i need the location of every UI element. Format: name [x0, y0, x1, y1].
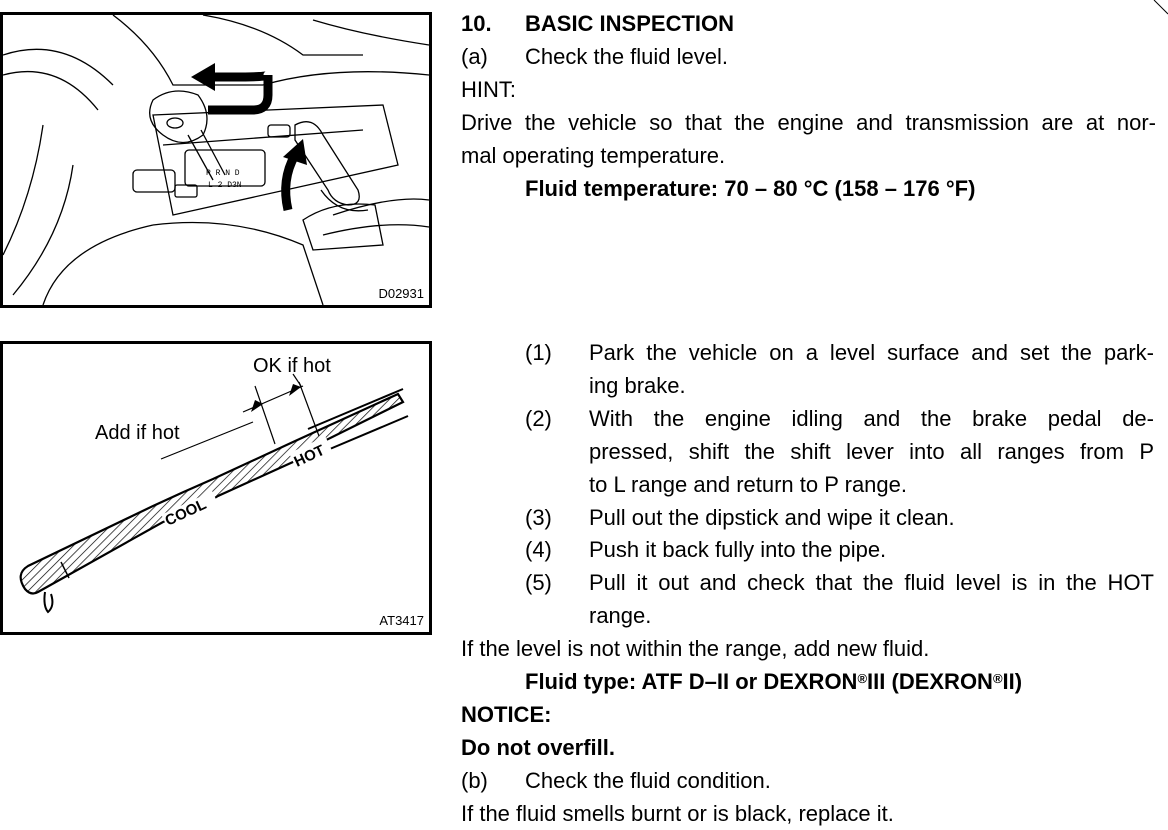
- substep-5-line-1: Pull it out and check that the fluid lev…: [589, 570, 1154, 595]
- hint-line-2: mal operating temperature.: [461, 143, 726, 168]
- dipstick-illustration: COOL HOT OK if hot Add if hot: [19, 355, 409, 614]
- condition-text: If the fluid smells burnt or is black, r…: [461, 801, 894, 826]
- svg-text:L 2 D3N: L 2 D3N: [208, 181, 242, 190]
- add-if-hot-label: Add if hot: [95, 422, 180, 444]
- substep-3-marker: (3): [525, 505, 552, 530]
- ok-if-hot-label: OK if hot: [253, 355, 331, 377]
- step-a-marker: (a): [461, 44, 488, 69]
- section-title: BASIC INSPECTION: [525, 11, 735, 36]
- substep-2-line-1: With the engine idling and the brake ped…: [589, 406, 1154, 431]
- shift-lever-illustration: P R N D L 2 D3N: [3, 15, 429, 305]
- hint-line-1: Drive the vehicle so that the engine and…: [461, 110, 1156, 135]
- substep-4-line-1: Push it back fully into the pipe.: [589, 537, 887, 562]
- corner-mark: [1153, 0, 1168, 15]
- fluid-temperature-spec: Fluid temperature: 70 – 80 °C (158 – 176…: [525, 176, 976, 201]
- substep-5-line-2: range.: [589, 603, 652, 628]
- substep-1-marker: (1): [525, 340, 552, 365]
- figure-code: AT3417: [379, 613, 424, 628]
- substep-2-marker: (2): [525, 406, 552, 431]
- substep-1-line-1: Park the vehicle on a level surface and …: [589, 340, 1154, 365]
- shift-lever-figure: P R N D L 2 D3N D02931: [0, 12, 432, 308]
- dipstick-figure: COOL HOT OK if hot Add if hot AT3417: [0, 341, 432, 635]
- fluid-type-spec: Fluid type: ATF D–II or DEXRON®III (DEXR…: [525, 669, 1023, 694]
- step-a-text: Check the fluid level.: [525, 44, 728, 69]
- section-number: 10.: [461, 11, 492, 36]
- figure-code: D02931: [378, 286, 424, 301]
- substep-2-line-3: to L range and return to P range.: [589, 472, 908, 497]
- notice-label: NOTICE:: [461, 702, 552, 727]
- add-fluid-text: If the level is not within the range, ad…: [461, 636, 930, 661]
- substep-2-line-2: pressed, shift the shift lever into all …: [589, 439, 1154, 464]
- step-b-marker: (b): [461, 768, 488, 793]
- step-b-text: Check the fluid condition.: [525, 768, 771, 793]
- substep-4-marker: (4): [525, 537, 552, 562]
- substep-5-marker: (5): [525, 570, 552, 595]
- substep-1-line-2: ing brake.: [589, 373, 686, 398]
- svg-text:P R N D: P R N D: [206, 169, 240, 178]
- notice-text: Do not overfill.: [461, 735, 615, 760]
- substep-3-line-1: Pull out the dipstick and wipe it clean.: [589, 505, 955, 530]
- hint-label: HINT:: [461, 77, 516, 102]
